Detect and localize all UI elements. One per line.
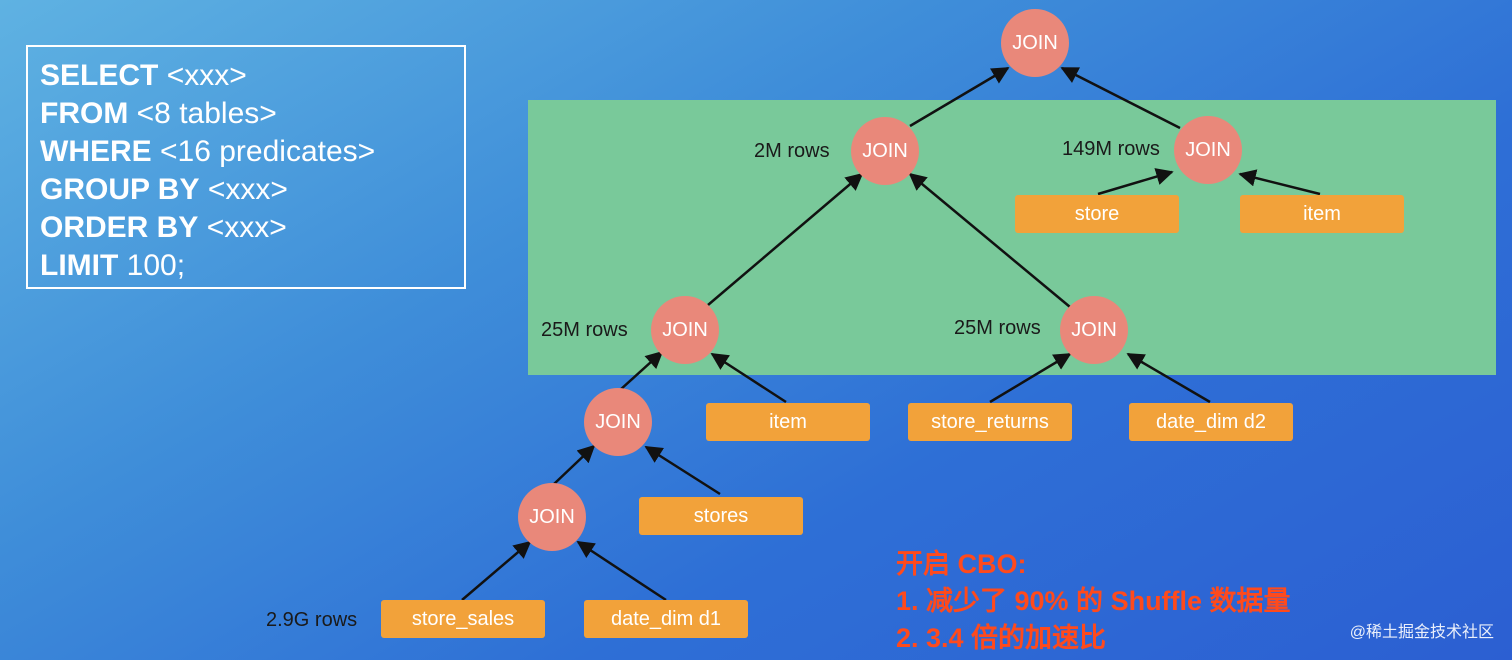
edge-item-to-join149m bbox=[1238, 169, 1321, 196]
edge-join-mid-to-join25ml bbox=[619, 350, 664, 391]
edge-join-low-to-join-mid bbox=[553, 444, 596, 485]
edge-join2m-to-root bbox=[909, 66, 1010, 128]
sql-line-group-by: GROUP BY <xxx> bbox=[40, 173, 288, 206]
sql-line-from: FROM <8 tables> bbox=[40, 97, 277, 130]
cbo-item-2: 2. 3.4 倍的加速比 bbox=[896, 623, 1107, 653]
join-node-mid: JOIN bbox=[584, 388, 652, 456]
sql-line-where: WHERE <16 predicates> bbox=[40, 135, 376, 168]
row-label-25m-right: 25M rows bbox=[954, 317, 1041, 339]
join-node-25m-left: JOIN bbox=[651, 296, 719, 364]
table-date-dim-d2: date_dim d2 bbox=[1129, 403, 1293, 441]
sql-line-select: SELECT <xxx> bbox=[40, 59, 247, 92]
edge-store-returns-to-join25mr bbox=[989, 352, 1072, 404]
table-date-dim-d1: date_dim d1 bbox=[584, 600, 748, 638]
table-store-sales: store_sales bbox=[381, 600, 545, 638]
edge-stores-to-join-mid bbox=[644, 445, 721, 496]
join-node-25m-right: JOIN bbox=[1060, 296, 1128, 364]
table-stores: stores bbox=[639, 497, 803, 535]
edge-store-to-join149m bbox=[1097, 168, 1174, 196]
edge-store-sales-to-join-low bbox=[461, 540, 532, 601]
cbo-item-1: 1. 减少了 90% 的 Shuffle 数据量 bbox=[896, 586, 1291, 616]
join-node-root: JOIN bbox=[1001, 9, 1069, 77]
edge-join149m-to-root bbox=[1060, 66, 1181, 130]
sql-query-box: SELECT <xxx> FROM <8 tables> WHERE <16 p… bbox=[26, 45, 466, 289]
table-store: store bbox=[1015, 195, 1179, 233]
row-label-2-9g: 2.9G rows bbox=[266, 609, 358, 631]
row-label-149m: 149M rows bbox=[1062, 138, 1160, 160]
edge-item-mid-to-join25ml bbox=[710, 352, 787, 404]
edge-join25ml-to-join2m bbox=[707, 172, 864, 306]
table-store-returns: store_returns bbox=[908, 403, 1072, 441]
sql-line-limit: LIMIT 100; bbox=[40, 249, 186, 282]
join-node-2m: JOIN bbox=[851, 117, 919, 185]
join-node-149m: JOIN bbox=[1174, 116, 1242, 184]
cbo-title: 开启 CBO: bbox=[896, 549, 1027, 579]
table-item-top: item bbox=[1240, 195, 1404, 233]
join-node-low: JOIN bbox=[518, 483, 586, 551]
row-label-25m-left: 25M rows bbox=[541, 319, 628, 341]
sql-line-order-by: ORDER BY <xxx> bbox=[40, 211, 287, 244]
edge-join25mr-to-join2m bbox=[908, 172, 1071, 308]
cbo-summary: 开启 CBO: 1. 减少了 90% 的 Shuffle 数据量 2. 3.4 … bbox=[896, 546, 1291, 657]
row-label-2m: 2M rows bbox=[754, 140, 830, 162]
edge-date-dim-d1-to-join-low bbox=[576, 540, 667, 602]
table-item-mid: item bbox=[706, 403, 870, 441]
watermark: @稀土掘金技术社区 bbox=[1349, 624, 1494, 641]
edge-date-dim-d2-to-join25mr bbox=[1126, 352, 1211, 404]
